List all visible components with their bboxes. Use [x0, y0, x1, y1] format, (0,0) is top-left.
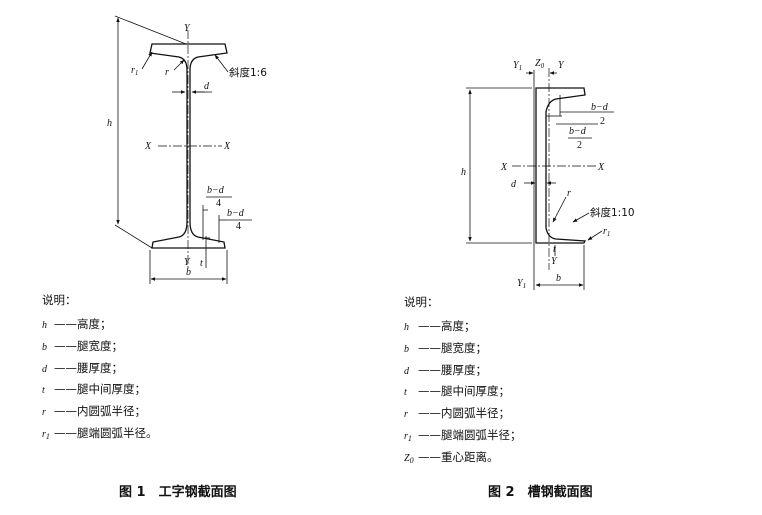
svg-text:——腿宽度；: ——腿宽度； — [418, 341, 487, 355]
i-beam-legend-row: r ——内圆弧半径； — [42, 404, 146, 418]
channel-caption: 图 2 槽钢截面图 — [488, 484, 593, 500]
channel-legend-row: b ——腿宽度； — [404, 341, 487, 355]
i-beam-legend: 说明： h ——高度； b ——腿宽度； d ——腰厚度； t ——腿中间厚度；… — [42, 293, 158, 441]
i-beam-legend-row: d ——腰厚度； — [42, 361, 123, 375]
channel-frac1-den: 2 — [600, 116, 605, 127]
channel-legend-row: r ——内圆弧半径； — [404, 406, 510, 420]
i-beam-legend-title: 说明： — [42, 293, 77, 307]
channel-slope-label: 斜度1:10 — [590, 206, 635, 219]
channel-legend-row: r1 ——腿端圆弧半径； — [404, 428, 522, 443]
i-beam-d-label: d — [204, 81, 210, 92]
channel-b-label: b — [556, 273, 561, 284]
channel-y-label-bottom: Y — [551, 256, 558, 267]
channel-y-label-top: Y — [558, 60, 565, 71]
i-beam-b-label: b — [186, 267, 191, 278]
i-beam-frac2-num: b−d — [227, 208, 245, 219]
channel-legend-row: Z0 ——重心距离。 — [404, 450, 499, 465]
i-beam-t-label: t — [200, 258, 203, 269]
channel-y1-label-bottom: Y1 — [517, 278, 526, 290]
channel-z0-label: Z0 — [535, 58, 545, 70]
svg-text:——高度；: ——高度； — [54, 317, 112, 331]
svg-text:——腿中间厚度；: ——腿中间厚度； — [54, 382, 146, 396]
svg-text:b: b — [42, 342, 47, 353]
i-beam-r-label: r — [165, 67, 169, 78]
channel-figure: Y1 Z0 Y Y Y1 X X h d r b t 斜度1:10 r1 b−d… — [461, 58, 635, 290]
svg-text:——腿端圆弧半径；: ——腿端圆弧半径； — [418, 428, 522, 442]
channel-legend-row: t ——腿中间厚度； — [404, 384, 510, 398]
i-beam-frac2-den: 4 — [236, 221, 241, 232]
svg-text:r1: r1 — [42, 429, 50, 441]
channel-h-label: h — [461, 167, 466, 178]
svg-text:r: r — [404, 409, 408, 420]
svg-text:——腿宽度；: ——腿宽度； — [54, 339, 123, 353]
i-beam-h-label: h — [107, 118, 112, 129]
channel-x-label-right: X — [597, 162, 605, 173]
svg-text:——内圆弧半径；: ——内圆弧半径； — [54, 404, 146, 418]
svg-text:t: t — [404, 387, 407, 398]
svg-text:——腿端圆弧半径。: ——腿端圆弧半径。 — [54, 426, 158, 440]
channel-frac1-num: b−d — [591, 102, 609, 113]
channel-t-label: t — [553, 244, 556, 255]
i-beam-legend-row: t ——腿中间厚度； — [42, 382, 146, 396]
i-beam-legend-row: b ——腿宽度； — [42, 339, 123, 353]
svg-text:——高度；: ——高度； — [418, 319, 476, 333]
svg-text:——腰厚度；: ——腰厚度； — [54, 361, 123, 375]
i-beam-frac1-den: 4 — [216, 198, 221, 209]
svg-text:——腰厚度；: ——腰厚度； — [418, 363, 487, 377]
svg-text:r1: r1 — [404, 431, 412, 443]
i-beam-slope-label: 斜度1:6 — [229, 66, 267, 79]
channel-frac2-den: 2 — [577, 140, 582, 151]
channel-legend: 说明： h ——高度； b ——腿宽度； d ——腰厚度； t ——腿中间厚度；… — [404, 295, 522, 465]
svg-text:——内圆弧半径；: ——内圆弧半径； — [418, 406, 510, 420]
svg-text:b: b — [404, 344, 409, 355]
channel-y1-label-top: Y1 — [513, 60, 522, 72]
svg-text:h: h — [42, 320, 47, 331]
i-beam-x-label-right: X — [223, 141, 231, 152]
svg-text:t: t — [42, 385, 45, 396]
i-beam-figure: Y Y X X r1 r 斜度1:6 h d b t b−d 4 b−d 4 — [107, 15, 267, 284]
i-beam-x-label-left: X — [144, 141, 152, 152]
channel-r1-label: r1 — [603, 226, 610, 238]
i-beam-legend-row: r1 ——腿端圆弧半径。 — [42, 426, 158, 441]
i-beam-y-label-bottom: Y — [184, 257, 191, 268]
channel-legend-title: 说明： — [404, 295, 439, 309]
channel-d-label: d — [511, 179, 517, 190]
i-beam-legend-row: h ——高度； — [42, 317, 112, 331]
svg-text:——重心距离。: ——重心距离。 — [418, 450, 499, 464]
svg-text:r: r — [42, 407, 46, 418]
i-beam-r1-label: r1 — [131, 65, 138, 77]
svg-text:h: h — [404, 322, 409, 333]
channel-legend-row: h ——高度； — [404, 319, 476, 333]
channel-legend-row: d ——腰厚度； — [404, 363, 487, 377]
channel-x-label-left: X — [500, 162, 508, 173]
svg-text:d: d — [42, 364, 48, 375]
svg-text:Z0: Z0 — [404, 453, 414, 465]
channel-r-label: r — [567, 188, 571, 199]
channel-outline — [535, 87, 587, 244]
svg-text:d: d — [404, 366, 410, 377]
i-beam-outline — [149, 43, 228, 249]
svg-text:——腿中间厚度；: ——腿中间厚度； — [418, 384, 510, 398]
i-beam-y-label-top: Y — [184, 23, 191, 34]
i-beam-caption: 图 1 工字钢截面图 — [119, 484, 237, 500]
i-beam-frac1-num: b−d — [207, 185, 225, 196]
channel-frac2-num: b−d — [569, 126, 587, 137]
